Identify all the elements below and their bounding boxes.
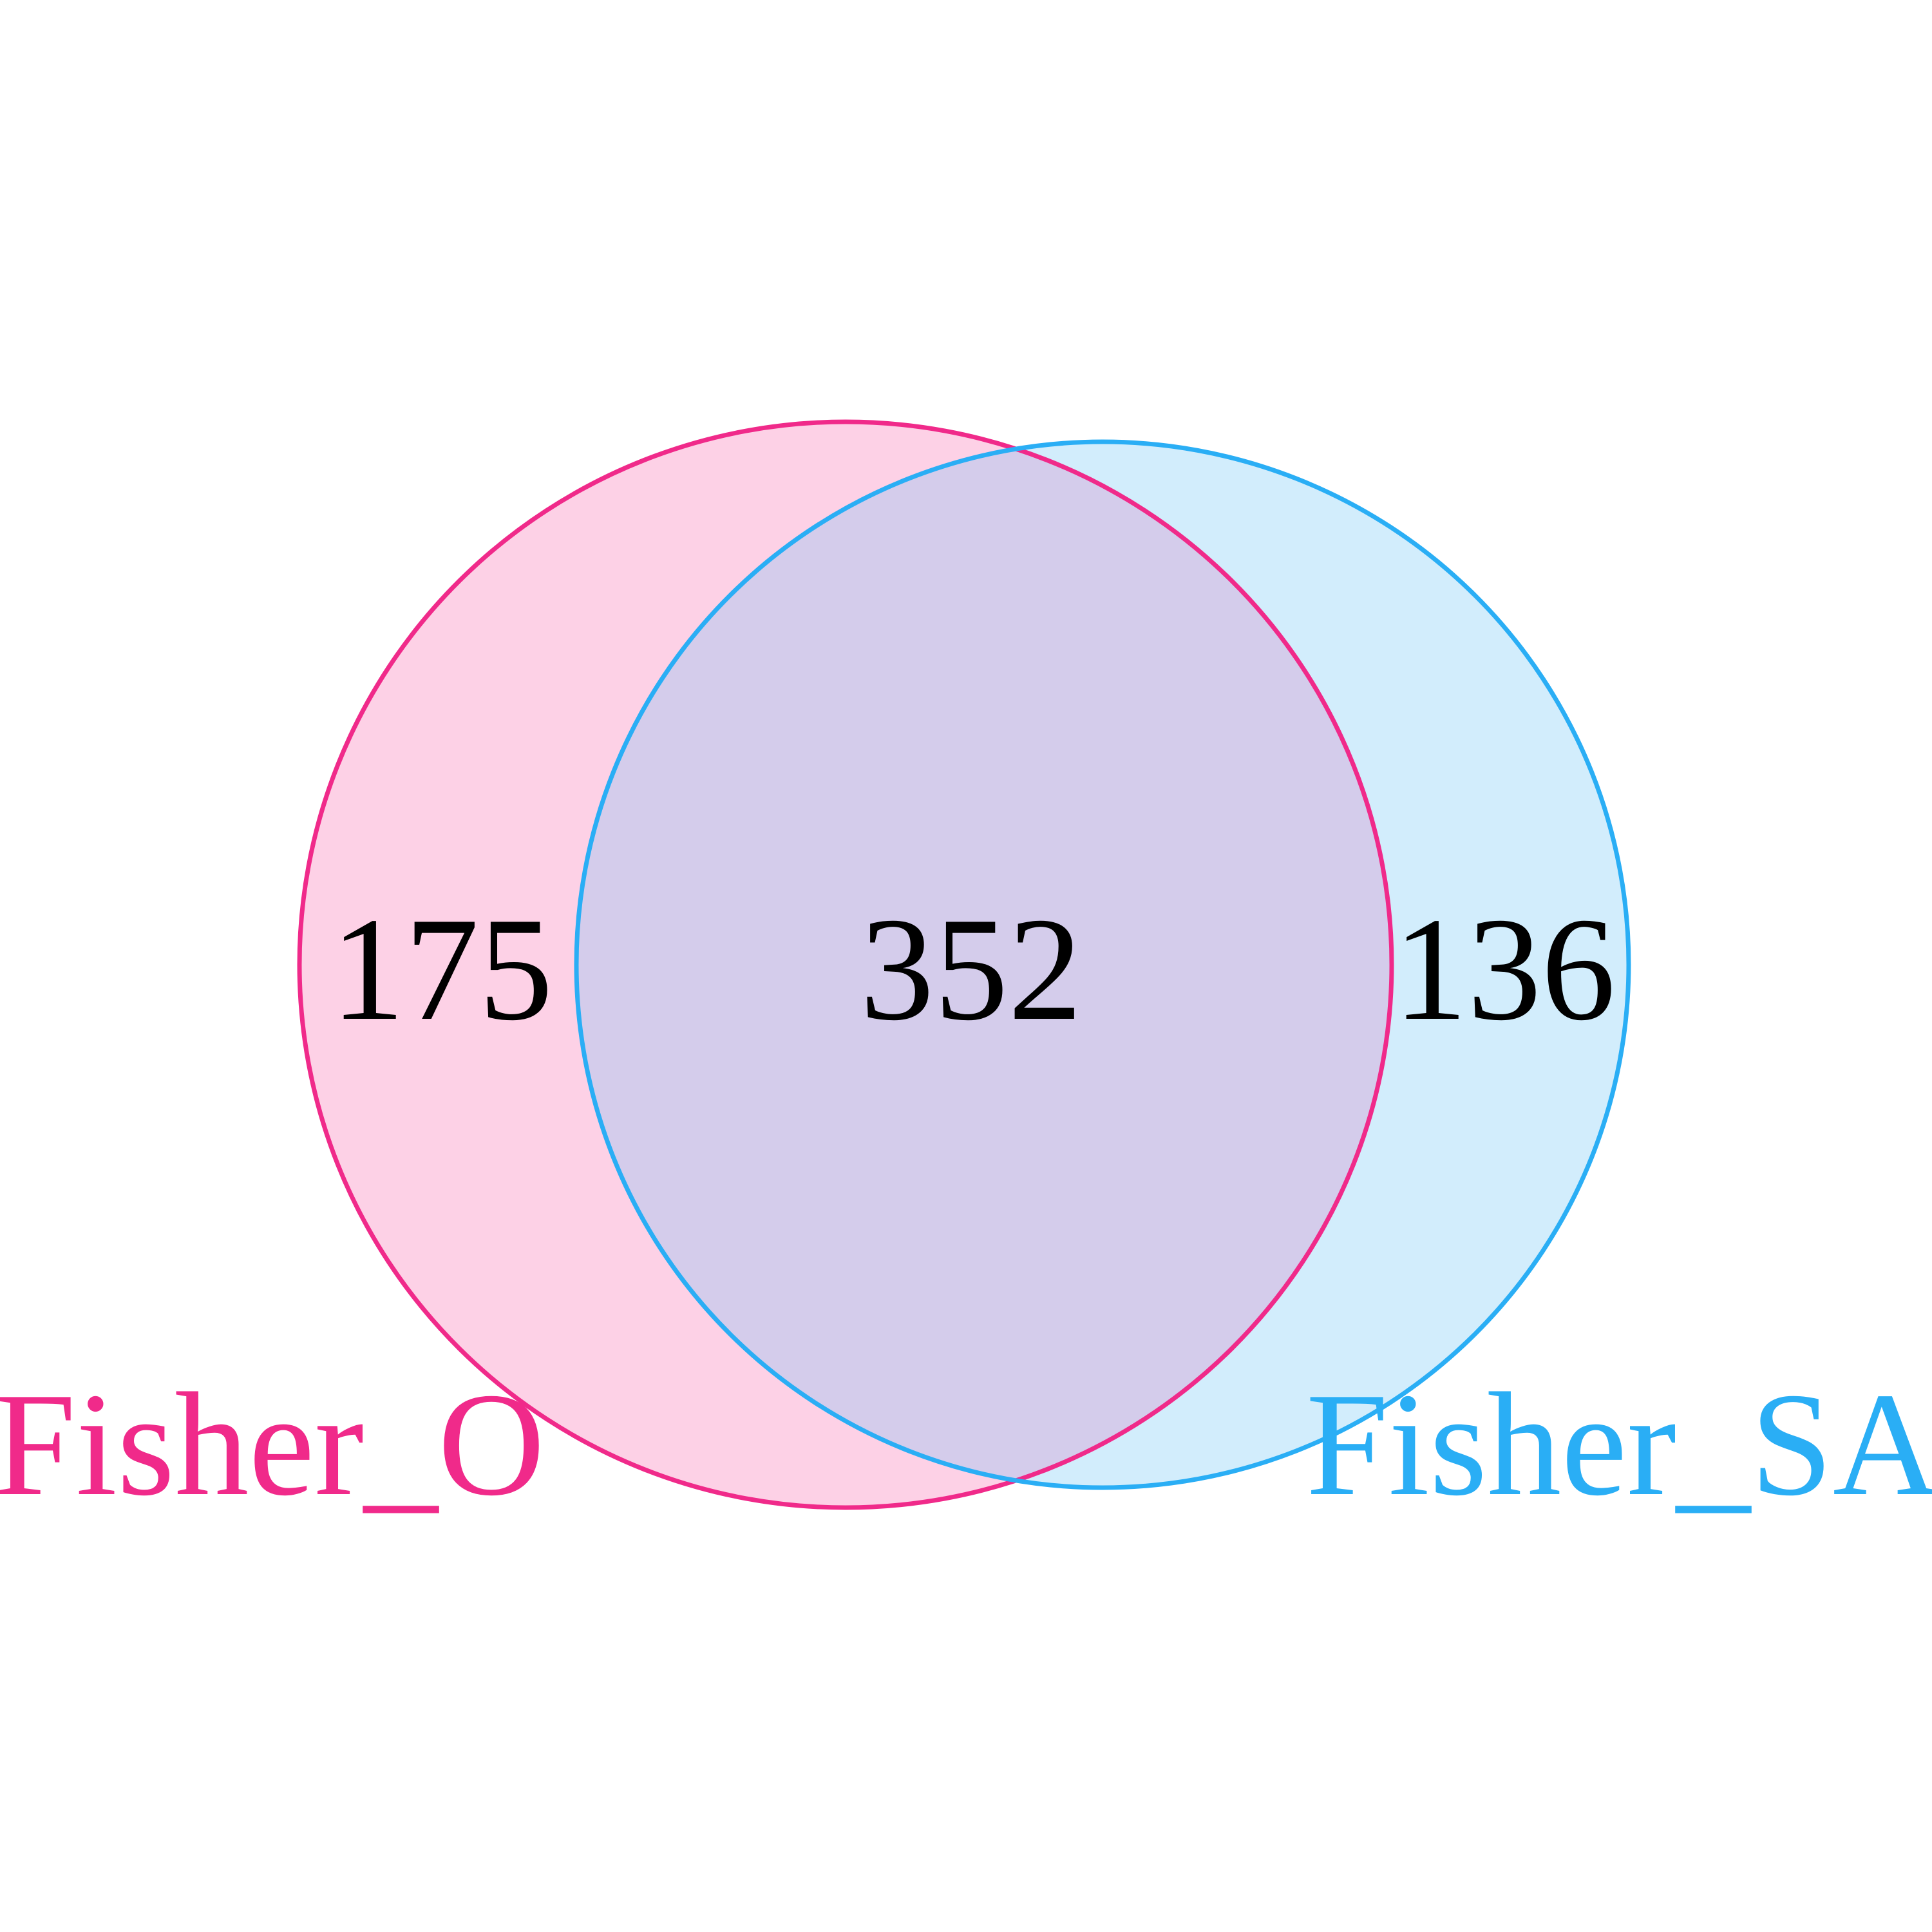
set-label-fisher-sa: Fisher_SA <box>1306 1362 1932 1526</box>
count-fisher-sa-only: 136 <box>1394 887 1616 1051</box>
count-fisher-o-only: 175 <box>331 887 553 1051</box>
set-fisher-o-outline <box>297 419 1394 1510</box>
set-fisher-sa-outline <box>574 439 1631 1490</box>
count-intersection: 352 <box>860 887 1083 1051</box>
set-label-fisher-o: Fisher_O <box>0 1362 545 1526</box>
